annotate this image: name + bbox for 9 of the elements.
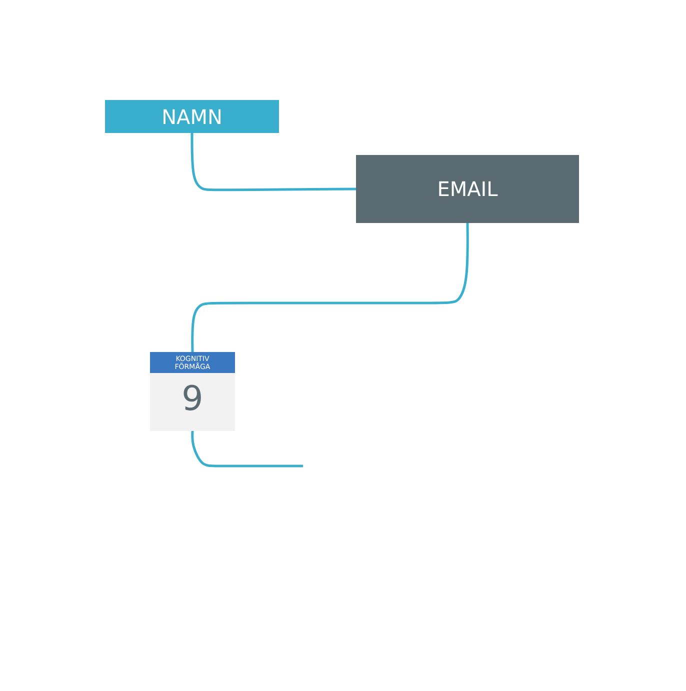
connector-line [191, 222, 469, 352]
score-number: 9 [182, 379, 204, 419]
calendar-card [150, 352, 235, 431]
connector-line [190, 133, 356, 192]
name-box [105, 100, 279, 133]
email-box [356, 155, 579, 223]
connector-line [191, 430, 303, 468]
box-label: NAMN [162, 104, 222, 128]
box-label: EMAIL [437, 177, 498, 201]
